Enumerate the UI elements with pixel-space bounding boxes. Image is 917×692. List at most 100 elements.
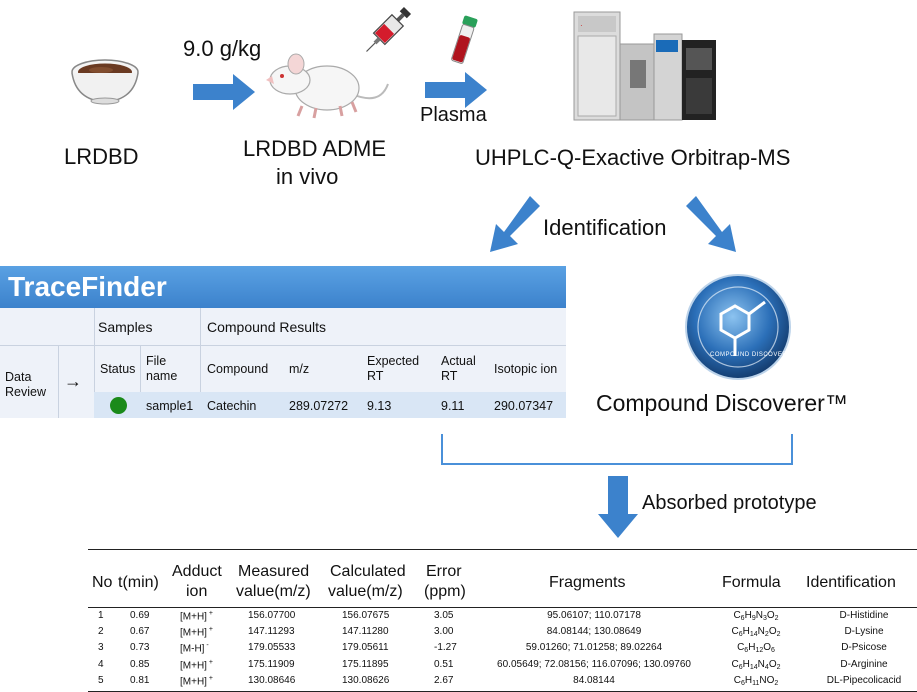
row-compound: Catechin (207, 399, 257, 413)
row-expected-rt: 9.13 (367, 399, 392, 413)
plasma-label: Plasma (420, 104, 487, 126)
bracket-connector (441, 434, 793, 465)
arrow-down-left-icon (490, 196, 540, 252)
cell-calculated: 156.07675 (342, 610, 390, 621)
software-label: Compound Discoverer™ (596, 390, 848, 416)
cell-calculated: 130.08626 (342, 674, 390, 686)
cell-fragments: 84.08144 (573, 674, 615, 686)
syringe-icon (366, 6, 412, 52)
cell-adduct: [M+H] + (180, 674, 213, 688)
cell-formula: C6H12O6 (737, 642, 775, 655)
col-adduct-line2: ion (186, 583, 208, 600)
cell-no: 3 (98, 642, 104, 654)
cell-formula: C6H14N4O2 (731, 658, 781, 671)
cell-error: 3.05 (434, 610, 454, 621)
cell-error: -1.27 (434, 642, 457, 654)
cell-error: 0.51 (434, 658, 454, 670)
cell-calculated: 179.05611 (342, 642, 389, 654)
cell-measured: 147.11293 (248, 626, 295, 638)
adme-label-line2: in vivo (276, 164, 339, 189)
row-mz: 289.07272 (289, 399, 349, 413)
col-measured-line1: Measured (238, 563, 310, 580)
cell-t: 0.69 (130, 610, 150, 621)
dose-label: 9.0 g/kg (183, 36, 262, 61)
cell-t: 0.67 (130, 626, 150, 638)
col-error-line1: Error (426, 563, 462, 580)
col-isotopic: Isotopic ion (494, 362, 558, 376)
grid-line (58, 346, 59, 418)
grid-line (140, 346, 141, 418)
mass-spectrometer-icon: · (573, 11, 716, 121)
tracefinder-header: TraceFinder (0, 266, 566, 308)
herb-bowl-icon (71, 59, 139, 105)
cell-fragments: 84.08144; 130.08649 (546, 626, 642, 638)
col-file-line2: name (146, 369, 178, 383)
row-file: sample1 (146, 399, 194, 413)
rat-icon (266, 53, 389, 119)
cell-calculated: 147.11280 (342, 626, 389, 638)
grid-line (0, 345, 566, 346)
col-expected-line2: RT (367, 369, 384, 383)
cell-fragments: 60.05649; 72.08156; 116.07096; 130.09760 (497, 658, 691, 670)
row-actual-rt: 9.11 (441, 399, 465, 413)
cell-measured: 175.11909 (248, 658, 295, 670)
grid-line (94, 308, 95, 418)
table-header-line (88, 607, 917, 608)
cell-no: 2 (98, 626, 104, 638)
table-top-line (88, 549, 917, 550)
lrdbd-label: LRDBD (64, 144, 139, 169)
col-measured-line2: value(m/z) (236, 583, 311, 600)
cell-measured: 156.07700 (248, 610, 296, 621)
cell-t: 0.81 (130, 674, 150, 686)
cell-formula: C6H9N3O2 (733, 610, 779, 622)
blood-tube-icon (451, 15, 478, 64)
instrument-label: UHPLC-Q-Exactive Orbitrap-MS (475, 145, 791, 170)
compound-results-header: Compound Results (207, 319, 327, 335)
col-mz: m/z (289, 362, 310, 376)
arrow-right-icon (193, 74, 255, 110)
col-no: No (92, 574, 113, 591)
side-label-line1: Data (5, 370, 32, 384)
col-calculated-line1: Calculated (330, 563, 406, 580)
tracefinder-result-row[interactable] (94, 392, 566, 418)
arrow-right-icon (425, 72, 487, 108)
cell-adduct: [M+H] + (180, 626, 213, 639)
cell-adduct: [M-H] - (180, 642, 209, 655)
cell-error: 3.00 (434, 626, 454, 638)
cell-identification: D-Histidine (839, 610, 889, 621)
col-formula: Formula (722, 574, 781, 591)
grid-line (200, 308, 201, 418)
samples-header: Samples (98, 319, 153, 335)
col-status: Status (100, 362, 136, 376)
svg-text:·: · (580, 21, 583, 30)
col-fragments: Fragments (549, 574, 626, 591)
cell-formula: C6H11NO2 (733, 674, 779, 687)
cell-adduct: [M+H] + (180, 658, 213, 671)
cell-no: 1 (98, 610, 104, 621)
cell-fragments: 59.01260; 71.01258; 89.02264 (525, 642, 663, 654)
cell-identification: DL-Pipecolicacid (826, 674, 902, 686)
cell-measured: 130.08646 (248, 674, 296, 686)
cell-identification: D-Psicose (841, 642, 887, 654)
col-actual-line2: RT (441, 369, 458, 383)
col-expected-line1: Expected (367, 354, 420, 368)
arrow-down-right-icon (686, 196, 736, 252)
absorbed-label: Absorbed prototype (642, 492, 817, 514)
row-isotopic: 290.07347 (494, 399, 554, 413)
cell-formula: C6H14N2O2 (731, 626, 781, 639)
col-calculated-line2: value(m/z) (328, 583, 403, 600)
cell-measured: 179.05533 (248, 642, 296, 654)
cell-no: 5 (98, 674, 104, 686)
cell-adduct: [M+H] + (180, 610, 213, 623)
arrow-down-icon (598, 476, 638, 538)
cell-fragments: 95.06107; 110.07178 (547, 610, 641, 621)
col-compound: Compound (207, 362, 269, 376)
cell-error: 2.67 (434, 674, 454, 686)
cell-identification: D-Arginine (840, 658, 888, 670)
col-identification: Identification (806, 574, 896, 591)
col-adduct-line1: Adduct (172, 563, 222, 580)
tracefinder-title: TraceFinder (8, 271, 167, 302)
col-actual-line1: Actual (441, 354, 476, 368)
software-logo-text: COMPOUND DISCOVERER (710, 352, 797, 358)
cell-no: 4 (98, 658, 104, 670)
